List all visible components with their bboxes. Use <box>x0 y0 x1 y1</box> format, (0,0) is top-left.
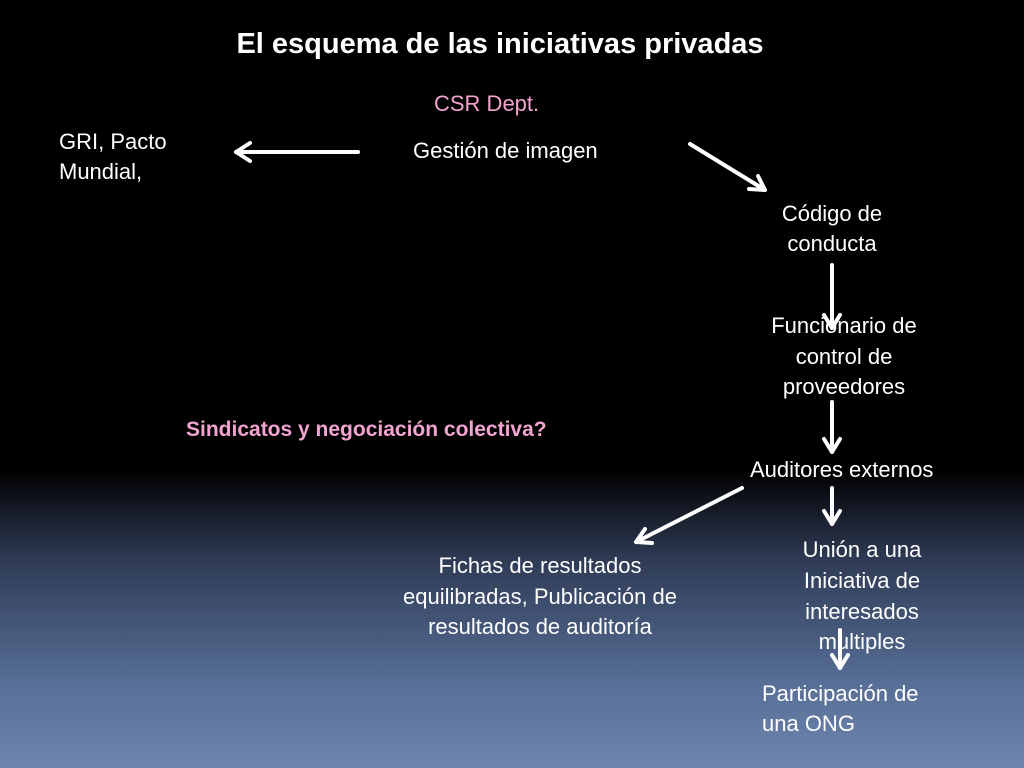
auditores-externos-node: Auditores externos <box>750 457 934 482</box>
gestion-imagen-node: Gestión de imagen <box>413 138 598 163</box>
codigo-line-1: Código de <box>781 201 883 226</box>
gri-line-2: Mundial, <box>59 159 143 184</box>
arrow-union-to-participacion <box>830 628 850 670</box>
arrow-gestion-to-codigo <box>688 142 767 192</box>
slide-title: El esquema de las iniciativas privadas <box>236 28 764 60</box>
funcionario-line-2: control de <box>795 344 893 369</box>
arrow-funcionario-to-auditores <box>822 400 842 454</box>
arrow-gestion-to-gri <box>234 141 360 163</box>
gri-line-1: GRI, Pacto <box>59 129 167 154</box>
funcionario-line-1: Funcionario de <box>771 313 917 338</box>
union-line-1: Unión a una <box>802 537 922 562</box>
fichas-line-3: resultados de auditoría <box>428 614 652 639</box>
csr-dept-label: CSR Dept. <box>434 91 540 116</box>
fichas-line-2: equilibradas, Publicación de <box>403 584 677 609</box>
sindicatos-question: Sindicatos y negociación colectiva? <box>186 418 547 441</box>
union-line-2: Iniciativa de <box>803 568 921 593</box>
codigo-line-2: conducta <box>787 231 877 256</box>
fichas-line-1: Fichas de resultados <box>438 553 642 578</box>
union-line-4: multiples <box>818 629 906 654</box>
participacion-line-1: Participación de <box>762 681 919 706</box>
funcionario-line-3: proveedores <box>782 374 906 399</box>
arrow-auditores-to-fichas <box>634 486 744 545</box>
union-line-3: interesados <box>805 599 919 624</box>
arrow-auditores-to-union <box>822 486 842 526</box>
participacion-line-2: una ONG <box>762 711 855 736</box>
arrow-codigo-to-funcionario <box>822 263 842 330</box>
